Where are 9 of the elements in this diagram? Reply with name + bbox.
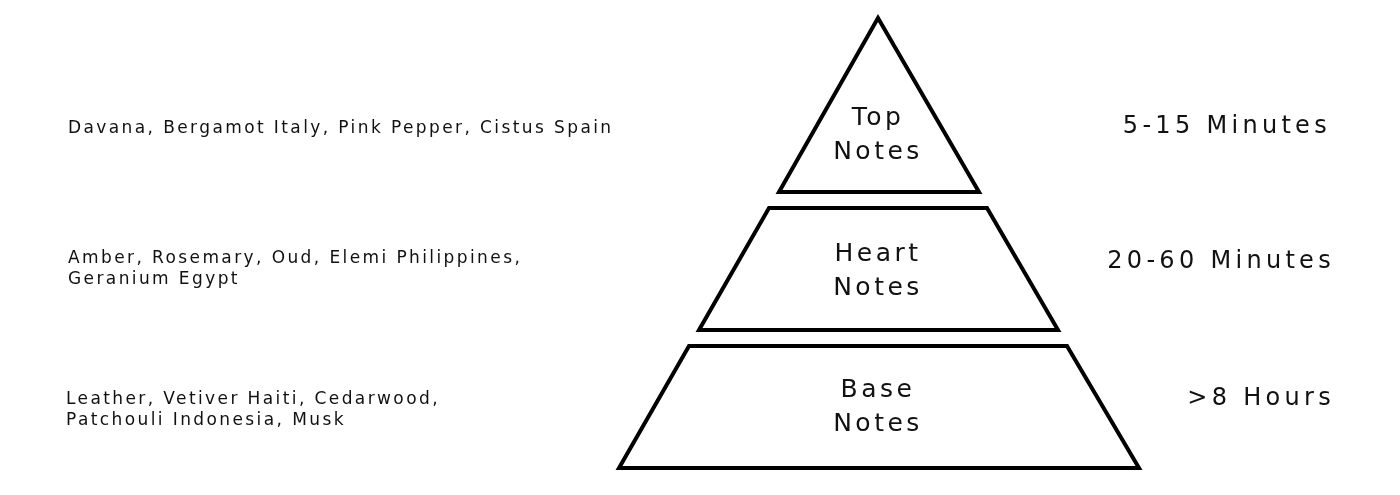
ingredient-list: Amber, Rosemary, Oud, Elemi Philippines, Geranium Egypt <box>68 247 534 289</box>
tier-label: Top Notes <box>833 101 923 167</box>
tier-label: Heart Notes <box>833 237 923 303</box>
duration-label: 5-15 Minutes <box>1122 110 1331 140</box>
duration-label: >8 Hours <box>1187 382 1335 412</box>
ingredient-list: Davana, Bergamot Italy, Pink Pepper, Cistus Spain <box>68 116 614 138</box>
duration-label: 20-60 Minutes <box>1107 245 1335 275</box>
ingredient-list: Leather, Vetiver Haiti, Cedarwood, Patchouli Indonesia, Musk <box>66 388 444 430</box>
tier-label: Base Notes <box>833 373 923 439</box>
